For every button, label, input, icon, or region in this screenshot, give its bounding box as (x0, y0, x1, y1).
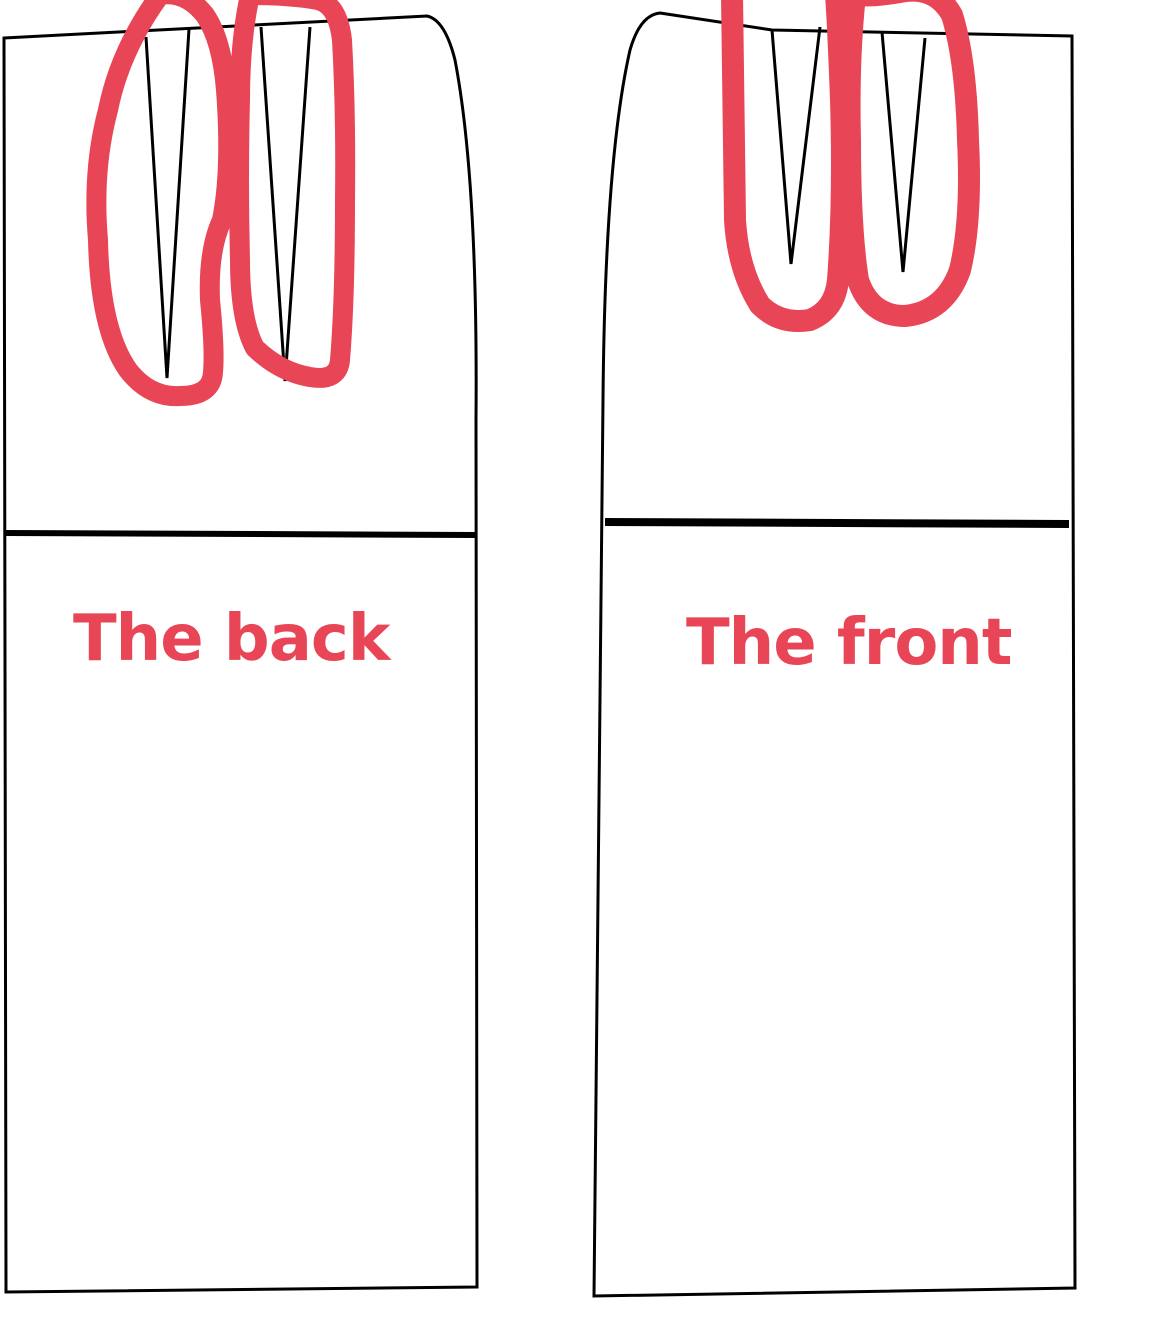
back-dart-left (144, 28, 191, 379)
front-panel (592, 0, 1077, 1298)
back-dart-right-highlight (229, 0, 356, 388)
front-hip-line (604, 518, 1070, 528)
front-dart-left (770, 26, 822, 265)
back-hip-line (4, 530, 477, 538)
front-dart-right (880, 31, 927, 273)
front-panel-outline (592, 11, 1077, 1298)
back-panel-label: The back (73, 602, 390, 676)
front-dart-right-highlight (838, 0, 980, 327)
back-panel-outline (2, 14, 479, 1294)
back-dart-right (259, 26, 312, 382)
front-dart-left-highlight (721, 0, 853, 332)
back-panel (2, 0, 479, 1294)
front-panel-label: The front (686, 606, 1012, 680)
back-dart-left-highlight (86, 0, 239, 407)
